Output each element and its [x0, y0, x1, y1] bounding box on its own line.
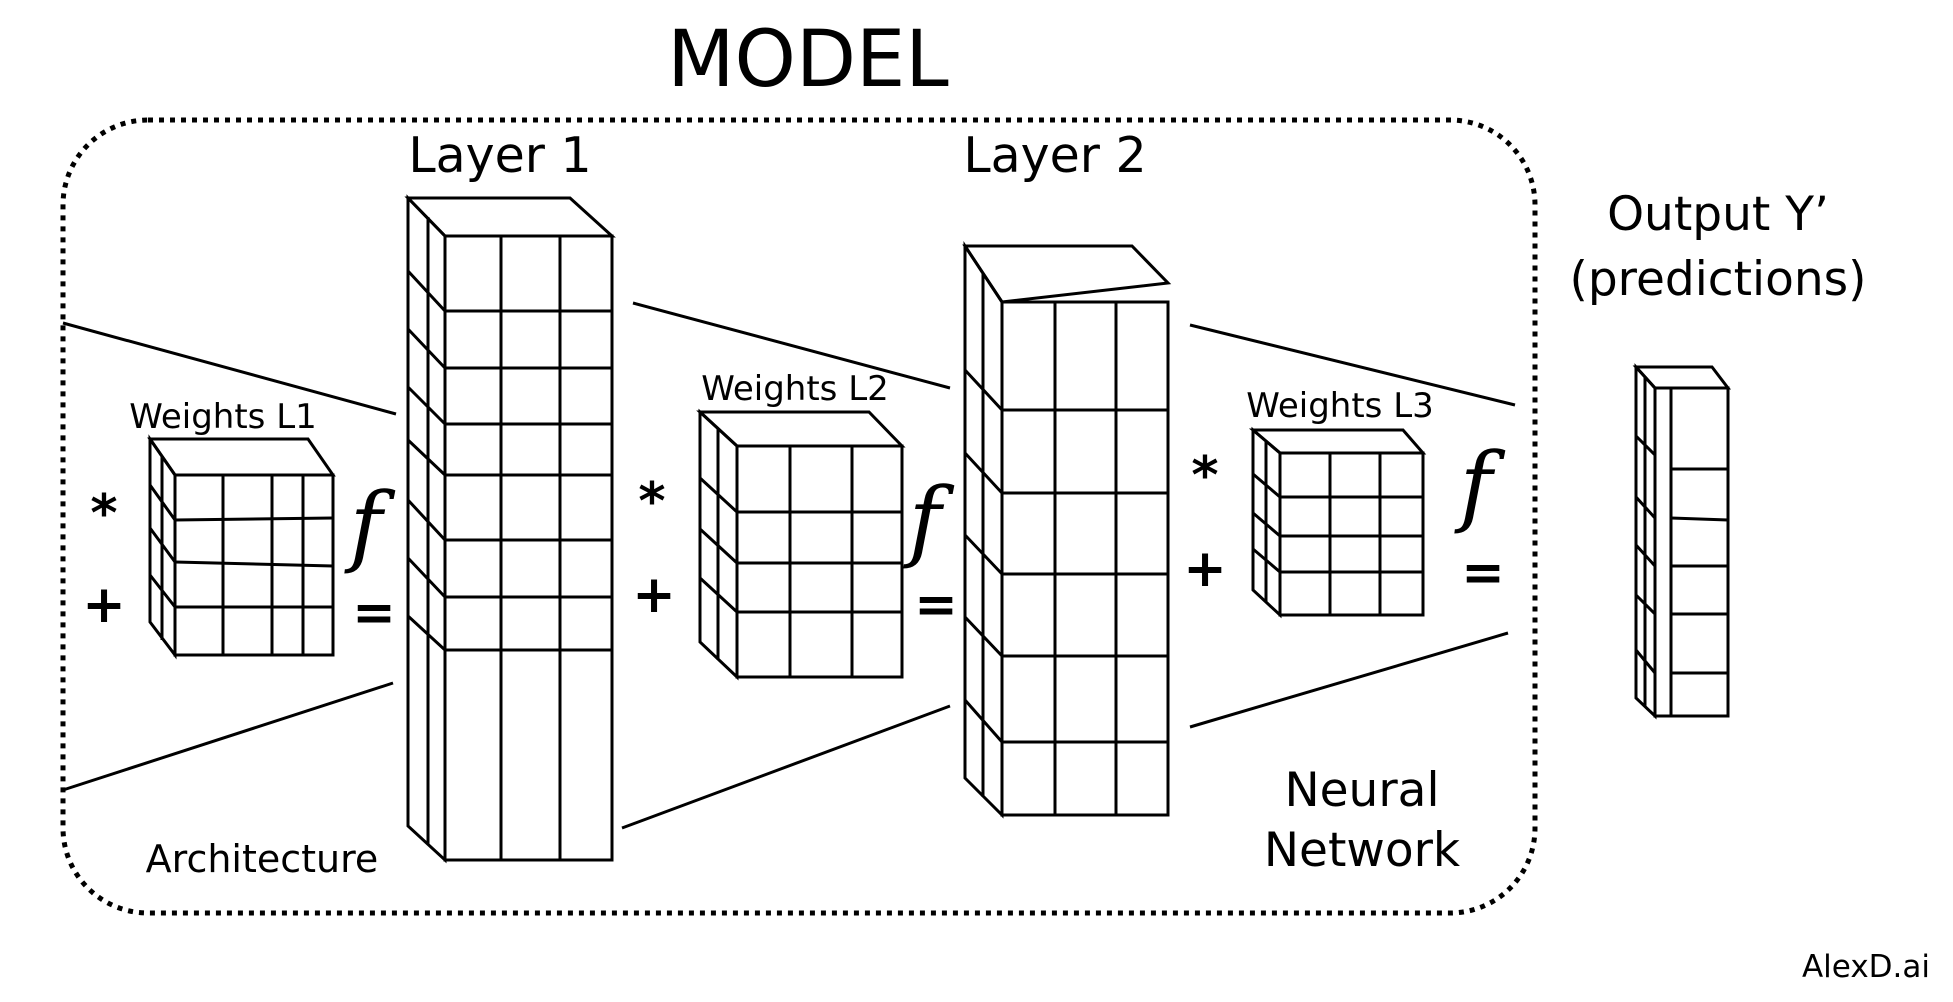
layer-1-block [404, 194, 616, 864]
neural-network-label-line2: Network [1264, 823, 1461, 878]
activation-function-symbol: f [903, 468, 955, 571]
multiply-operator: * [1191, 446, 1218, 506]
weights-l3-cube [1248, 426, 1427, 619]
layer-1-label: Layer 1 [408, 127, 591, 184]
equals-operator: = [914, 575, 958, 635]
diagram-title: MODEL [667, 15, 949, 105]
weights-l1-cube [147, 434, 336, 660]
weights-l2-label: Weights L2 [701, 369, 889, 409]
activation-function-symbol: f [1454, 433, 1506, 536]
connector-line [632, 301, 951, 390]
neural-network-label-line1: Neural [1284, 763, 1439, 818]
connection-lines [62, 301, 1516, 830]
connector-line [1189, 323, 1516, 407]
connector-line [1189, 631, 1509, 729]
output-block [1632, 363, 1732, 720]
add-operator: + [82, 575, 126, 635]
multiply-operator: * [90, 484, 117, 544]
equals-operator: = [1461, 543, 1505, 603]
equals-operator: = [352, 583, 396, 643]
add-operator: + [632, 565, 676, 625]
activation-function-symbol: f [344, 473, 396, 576]
connector-line [62, 321, 397, 416]
connector-line [62, 681, 394, 792]
layer-2-block [962, 241, 1172, 819]
multiply-operator: * [638, 472, 665, 532]
output-label-line1: Output Y’ [1607, 187, 1829, 242]
connector-line [621, 704, 951, 830]
weights-l2-cube [696, 408, 906, 681]
layer-2-label: Layer 2 [963, 127, 1146, 184]
watermark-label: AlexD.ai [1802, 949, 1930, 985]
output-label-line2: (predictions) [1570, 252, 1867, 307]
architecture-label: Architecture [146, 837, 379, 881]
weights-l3-label: Weights L3 [1246, 386, 1434, 426]
model-boundary [60, 117, 1538, 916]
weights-l1-label: Weights L1 [129, 397, 317, 437]
add-operator: + [1183, 539, 1227, 599]
